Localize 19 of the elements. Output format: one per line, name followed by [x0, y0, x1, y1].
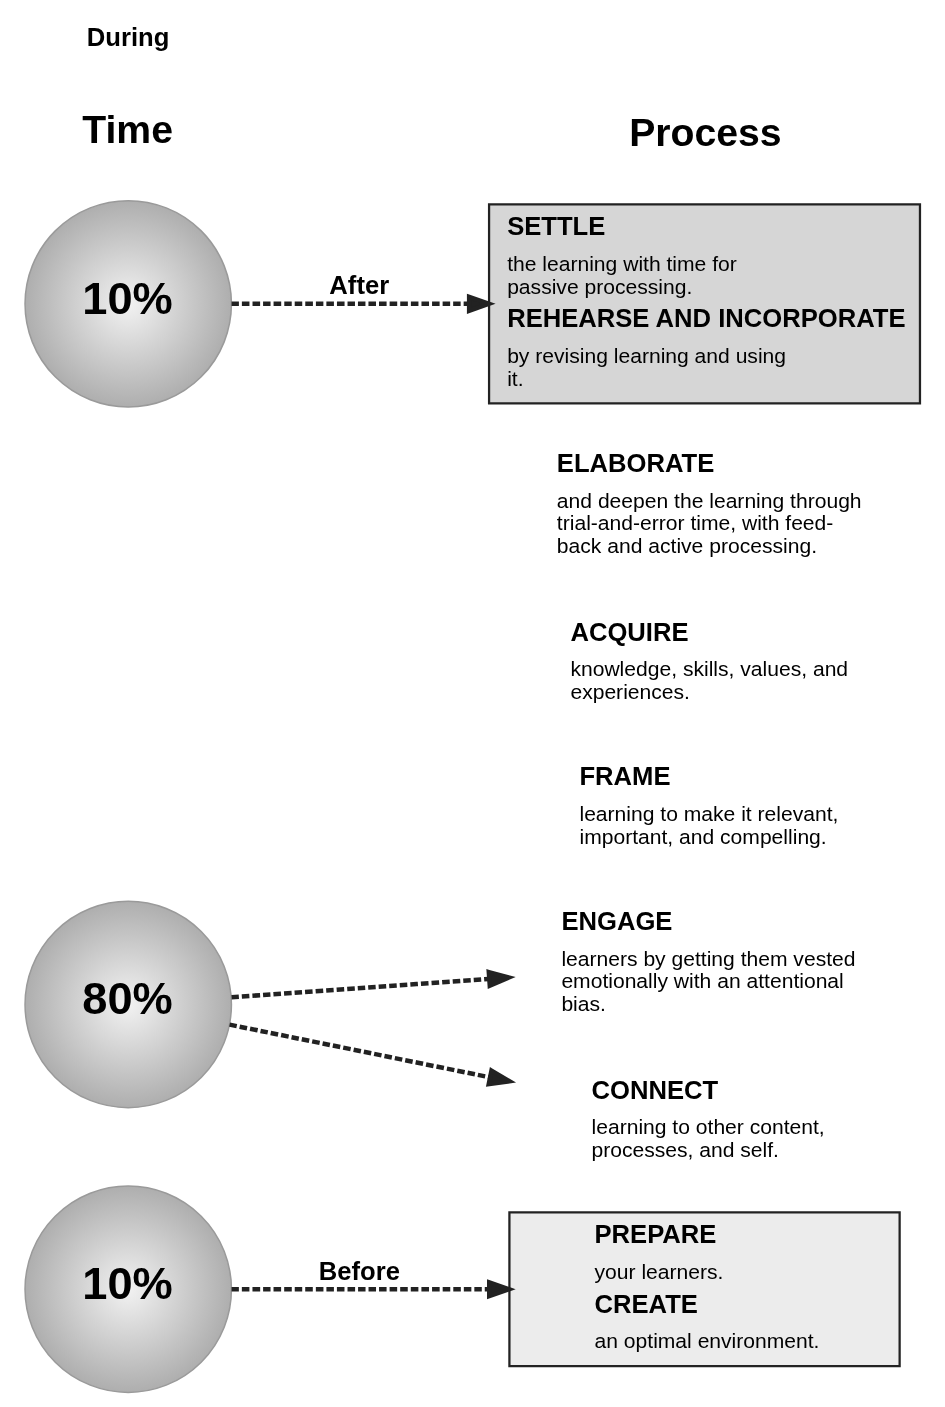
edge-label: Before [318, 1256, 400, 1285]
node-text: CONNECT learning to other content, processes, and self. [591, 1075, 825, 1161]
arrow [231, 1279, 516, 1300]
node-box: SETTLE the learning with time for passive processing. REHEARSE AND INCORPORATE by revising learning and using it. [487, 203, 922, 405]
edge-label: After [329, 271, 390, 300]
arrow [231, 293, 496, 314]
arrow [231, 969, 516, 1000]
arrow [229, 1022, 517, 1087]
node-text: ACQUIRE knowledge, skills, values, and experiences. [570, 617, 849, 703]
node-text: ENGAGE learners by getting them vested emotionally with an attentional bias. [561, 907, 856, 1015]
node-text: ELABORATE and deepen the learning through trial-and-error time, with feed-back and active processing. [556, 449, 862, 557]
node-circle: 80% [24, 900, 233, 1109]
node-text: FRAME learning to make it relevant, important, and compelling. [579, 762, 839, 848]
label: Time [82, 108, 173, 152]
node-circle: 10% [24, 199, 233, 408]
node-box: PREPARE your learners. CREATE an optimal environment. [508, 1211, 901, 1368]
label: During [86, 23, 170, 52]
node-circle: 10% [24, 1185, 233, 1394]
label: Process [629, 111, 782, 155]
